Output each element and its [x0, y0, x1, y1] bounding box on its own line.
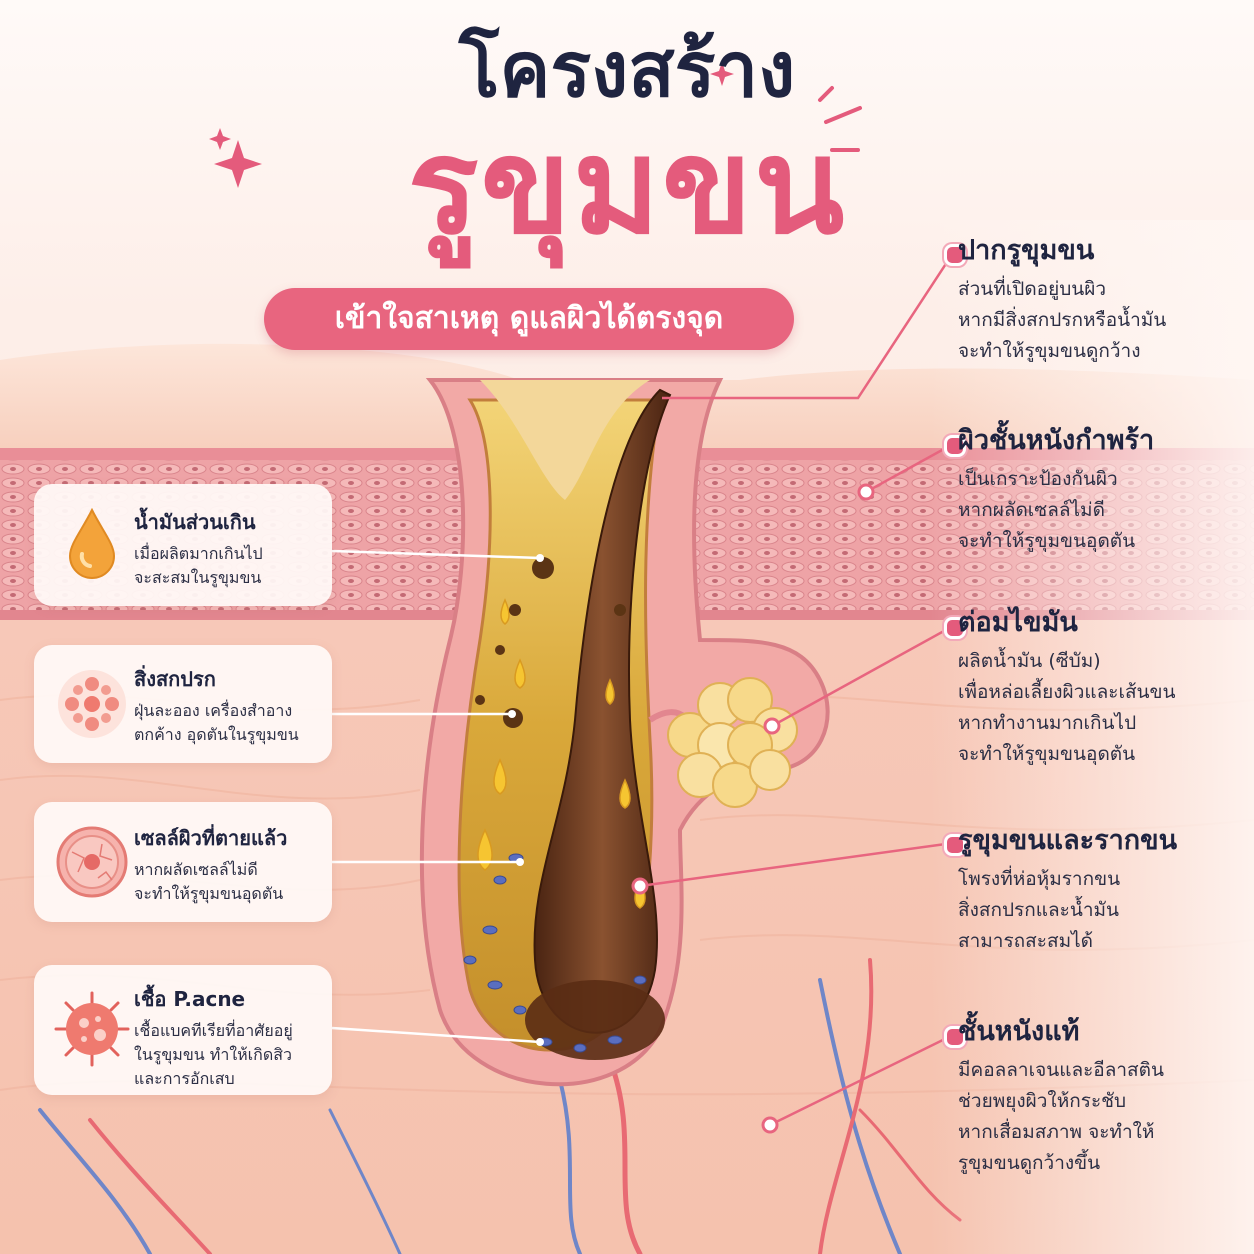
card-title: สิ่งสกปรก	[134, 667, 216, 691]
label-line: ส่วนที่เปิดอยู่บนผิว	[958, 278, 1107, 300]
card-line: ในรูขุมขน ทำให้เกิดสิว	[134, 1045, 292, 1064]
card-title: เชื้อ P.acne	[134, 987, 246, 1011]
label-line: ช่วยพยุงผิวให้กระชับ	[958, 1090, 1127, 1112]
label-line: สามารถสะสมได้	[958, 930, 1093, 952]
pointer-dot	[944, 244, 966, 266]
label-line: หากทำงานมากเกินไป	[958, 712, 1137, 734]
label-line: สิ่งสกปรกและน้ำมัน	[958, 899, 1120, 921]
pointer-dot	[944, 435, 966, 457]
label-line: โพรงที่ห่อหุ้มรากขน	[958, 868, 1121, 890]
label-line: หากเสื่อมสภาพ จะทำให้	[958, 1121, 1155, 1143]
label-title: รูขุมขนและรากขน	[958, 825, 1178, 856]
label-line: หากผลัดเซลล์ไม่ดี	[958, 499, 1105, 521]
label-line: มีคอลลาเจนและอีลาสติน	[958, 1059, 1164, 1081]
pointer-dot	[944, 1026, 966, 1048]
label-follicle-root: รูขุมขนและรากขน โพรงที่ห่อหุ้มรากขน สิ่ง…	[958, 824, 1248, 957]
card-line: เมื่อผลิตมากเกินไป	[134, 544, 263, 563]
card-line: เชื้อแบคทีเรียที่อาศัยอยู่	[134, 1021, 293, 1040]
card-line: ตกค้าง อุดตันในรูขุมขน	[134, 725, 299, 744]
card-line: จะทำให้รูขุมขนอุดตัน	[134, 884, 284, 903]
oil-drop-icon	[68, 507, 116, 579]
label-line: จะทำให้รูขุมขนอุดตัน	[958, 530, 1136, 552]
pointer-dot	[944, 617, 966, 639]
card-line: จะสะสมในรูขุมขน	[134, 568, 262, 587]
card-line: และการอักเสบ	[134, 1069, 235, 1088]
card-dead-skin: เซลล์ผิวที่ตายแล้ว หากผลัดเซลล์ไม่ดี จะท…	[34, 802, 332, 922]
card-excess-oil: น้ำมันส่วนเกิน เมื่อผลิตมากเกินไป จะสะสม…	[34, 484, 332, 606]
label-line: จะทำให้รูขุมขนดูกว้าง	[958, 340, 1141, 362]
pointer-dot	[944, 834, 966, 856]
label-line: รูขุมขนดูกว้างขึ้น	[958, 1152, 1101, 1174]
page-title: โครงสร้าง	[458, 25, 796, 114]
label-dermis: ชั้นหนังแท้ มีคอลลาเจนและอีลาสติน ช่วยพย…	[958, 1015, 1248, 1179]
label-sebaceous-gland: ต่อมไขมัน ผลิตน้ำมัน (ซีบัม) เพื่อหล่อเล…	[958, 606, 1248, 770]
subtitle-banner: เข้าใจสาเหตุ ดูแลผิวได้ตรงจุด	[264, 288, 794, 350]
label-line: จะทำให้รูขุมขนอุดตัน	[958, 743, 1136, 765]
card-p-acne: เชื้อ P.acne เชื้อแบคทีเรียที่อาศัยอยู่ …	[34, 965, 332, 1095]
dirt-particles-icon	[58, 670, 126, 738]
card-title: เซลล์ผิวที่ตายแล้ว	[134, 826, 288, 850]
label-title: ต่อมไขมัน	[958, 607, 1078, 638]
label-title: ชั้นหนังแท้	[958, 1016, 1080, 1047]
page-title-highlight: รูขุมขน	[407, 110, 847, 264]
label-title: ปากรูขุมขน	[958, 235, 1095, 266]
card-title: น้ำมันส่วนเกิน	[134, 510, 256, 534]
bacteria-icon	[54, 991, 130, 1067]
sebaceous-gland-cluster	[667, 677, 798, 808]
label-line: เพื่อหล่อเลี้ยงผิวและเส้นขน	[958, 681, 1176, 703]
label-line: ผลิตน้ำมัน (ซีบัม)	[958, 650, 1101, 672]
label-line: เป็นเกราะป้องกันผิว	[958, 468, 1118, 490]
label-line: หากมีสิ่งสกปรกหรือน้ำมัน	[958, 309, 1167, 331]
card-dirt: สิ่งสกปรก ฝุ่นละออง เครื่องสำอาง ตกค้าง …	[34, 645, 332, 763]
label-epidermis: ผิวชั้นหนังกำพร้า เป็นเกราะป้องกันผิว หา…	[958, 424, 1248, 557]
label-pore-opening: ปากรูขุมขน ส่วนที่เปิดอยู่บนผิว หากมีสิ่…	[958, 234, 1248, 367]
card-line: หากผลัดเซลล์ไม่ดี	[134, 860, 258, 879]
dead-skin-cell-icon	[56, 826, 128, 898]
card-line: ฝุ่นละออง เครื่องสำอาง	[134, 701, 293, 720]
label-title: ผิวชั้นหนังกำพร้า	[958, 425, 1155, 456]
